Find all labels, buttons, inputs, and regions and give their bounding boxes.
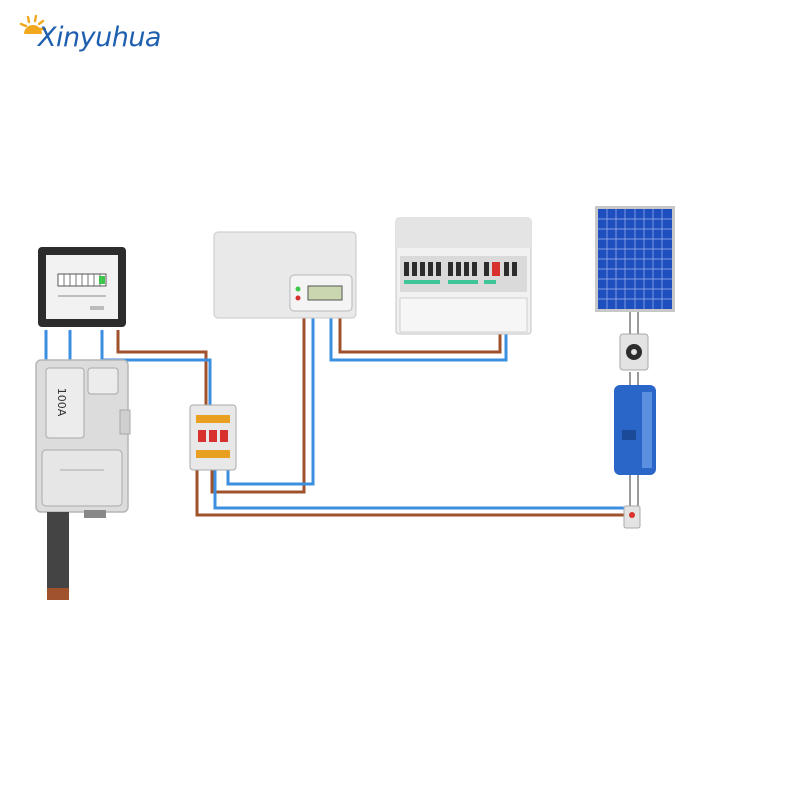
isolator-switch-icon — [189, 404, 237, 471]
solar-panel-icon — [595, 206, 675, 312]
fuse-board-icon — [395, 217, 532, 335]
brand-logo: Xinyuhua — [18, 14, 218, 64]
generation-meter-icon — [213, 231, 357, 319]
consumer-unit-icon — [35, 359, 131, 600]
live-wires — [116, 318, 627, 517]
electricity-meter-icon — [38, 247, 126, 327]
neutral-wires — [44, 318, 627, 510]
sun-logo-icon — [19, 14, 47, 34]
dc-isolator-icon — [619, 333, 649, 371]
inverter-icon — [614, 385, 656, 475]
brand-name: Xinyuhua — [38, 22, 161, 53]
consumer-unit-rating-label: 100A — [55, 387, 68, 417]
ac-isolator-icon — [623, 505, 641, 529]
